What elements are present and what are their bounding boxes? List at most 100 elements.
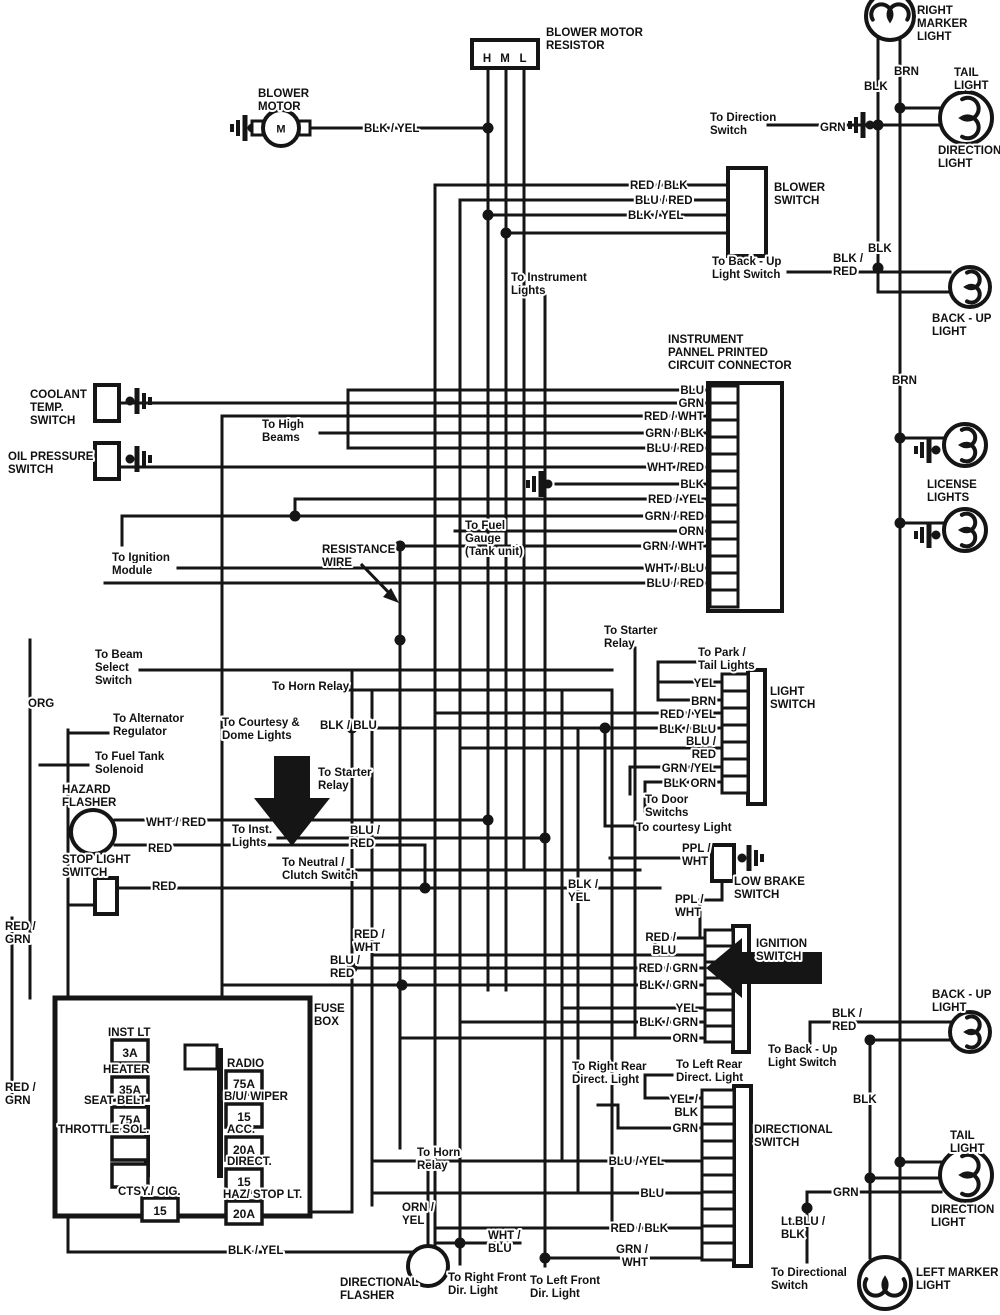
flasher-icon (69, 808, 117, 856)
wire (876, 266, 952, 294)
diagram-label: BLU /RED (330, 955, 361, 980)
connector-pin (720, 757, 750, 778)
connector-pin (700, 1156, 736, 1177)
junction-dot (872, 119, 884, 131)
ground-dot (865, 120, 875, 130)
ground-dot (543, 479, 553, 489)
fuse-amp-label: 75A (119, 1113, 141, 1127)
bulb-filament (869, 2, 911, 24)
diagram-label: WHT /BLU (488, 1230, 521, 1255)
junction-dot (482, 814, 494, 826)
diagram-label: To courtesy Light (636, 822, 732, 834)
fuse-amp-label: 75A (233, 1077, 255, 1091)
fuse (110, 1135, 150, 1162)
diagram-label: WHT / RED (146, 817, 206, 829)
ground-icon (125, 446, 152, 472)
diagram-label: BLU /RED (686, 736, 717, 761)
diagram-label: To Park /Tail Lights (698, 647, 755, 672)
connector-pin (708, 469, 740, 490)
ignition-switch-arrow (706, 938, 822, 998)
connector-pin (703, 1008, 735, 1028)
connector-pin (700, 1241, 736, 1262)
connector-pin (700, 1122, 736, 1143)
junction-dot (346, 722, 358, 734)
fuse (224, 1069, 264, 1096)
bulb-filament (957, 426, 978, 464)
diagram-label: H (483, 53, 491, 65)
ground-dot (931, 530, 941, 540)
diagram-label: ACC. (227, 1124, 255, 1136)
diagram-label: RED / BLK (630, 180, 688, 192)
diagram-label: PPL /WHT (682, 843, 711, 868)
fuse (224, 1135, 264, 1162)
ground-icon (914, 437, 941, 463)
ground-icon (737, 845, 764, 871)
diagram-label: HEATER (103, 1064, 150, 1076)
resistance-wire-arrowhead (383, 588, 399, 603)
fuse-amp-label: 20A (233, 1143, 255, 1157)
junction-dot (419, 882, 431, 894)
diagram-label: M (500, 53, 510, 65)
diagram-label: BLK / YEL (364, 123, 419, 135)
fuse (224, 1167, 264, 1194)
fuse (110, 1038, 150, 1065)
diagram-label: BLK / YEL (228, 1245, 283, 1257)
diagram-label: BLK /YEL (568, 879, 599, 904)
wire (698, 879, 724, 940)
switch-box (93, 383, 121, 423)
fuse-amp-label: 35A (119, 1083, 141, 1097)
junction-dot (894, 102, 906, 114)
diagram-label: RED / BLK (611, 1223, 669, 1235)
ground-icon (914, 522, 941, 548)
connector-pin (720, 689, 750, 710)
connector-pin (700, 1139, 736, 1160)
connector-pin (703, 1024, 735, 1044)
diagram-label: RED / YEL (660, 709, 716, 721)
diagram-label: ORN (678, 526, 704, 538)
diagram-label: GRN (820, 122, 846, 134)
connector-pin (703, 928, 735, 948)
diagram-label: ORN (672, 1033, 698, 1045)
diagram-label: To Inst.Lights (232, 824, 272, 849)
diagram-label: BLK (680, 479, 704, 491)
diagram-label: BLU (640, 1188, 664, 1200)
switch-box (470, 38, 540, 70)
connector-pin (700, 1173, 736, 1194)
junction-dot (864, 1172, 876, 1184)
fuse-amp-label: 3A (122, 1046, 138, 1060)
diagram-label: RED /GRN (5, 1082, 36, 1107)
bulb-filament (862, 1275, 908, 1298)
diagram-label: RED / WHT (644, 411, 704, 423)
diagram-label: WHT / BLU (645, 563, 704, 575)
blower-motor-icon (261, 108, 301, 148)
diagram-label: RED (148, 843, 172, 855)
ground-dot (125, 396, 135, 406)
diagram-label: GRN /YEL (662, 763, 716, 775)
license-light-bulb-icon (942, 507, 988, 553)
ground-dot (737, 853, 747, 863)
fuse-amp-label: 20A (233, 1207, 255, 1221)
right-marker-light-bulb-icon (864, 0, 916, 42)
switch-box (93, 876, 119, 916)
diagram-label: To Courtesy &Dome Lights (222, 717, 300, 742)
junction-dot (894, 517, 906, 529)
connector-pin (720, 672, 750, 693)
diagram-label: RED /WHT (354, 929, 385, 954)
diagram-label: GRN / WHT (643, 541, 704, 553)
